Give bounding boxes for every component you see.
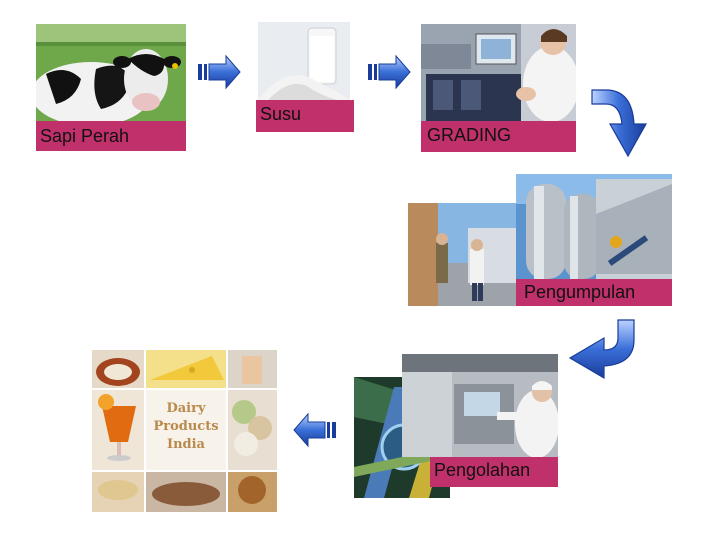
step-label-grading: GRADING — [421, 121, 576, 152]
step-label-pengolahan: Pengolahan — [430, 457, 558, 487]
grading-photo — [421, 24, 576, 121]
milk-photo — [258, 22, 350, 100]
cow-photo — [36, 24, 186, 121]
step-label-sapi-perah: Sapi Perah — [36, 121, 186, 151]
collection-tanker-photo — [408, 203, 518, 306]
products-title-line2: Products — [153, 419, 218, 434]
processing-operator-photo — [402, 354, 558, 457]
curved-arrow-down-icon — [590, 88, 656, 158]
arrow-left-icon — [292, 412, 338, 448]
arrow-right-icon — [366, 54, 412, 90]
products-title-line3: India — [167, 437, 206, 452]
curved-arrow-left-icon — [568, 318, 638, 382]
arrow-right-icon — [196, 54, 242, 90]
dairy-products-collage: Dairy Products India — [92, 350, 277, 512]
products-title-line1: Dairy — [166, 401, 205, 416]
step-label-pengumpulan: Pengumpulan — [516, 279, 672, 306]
step-label-susu: Susu — [256, 100, 354, 132]
collection-silo-photo — [516, 174, 672, 279]
